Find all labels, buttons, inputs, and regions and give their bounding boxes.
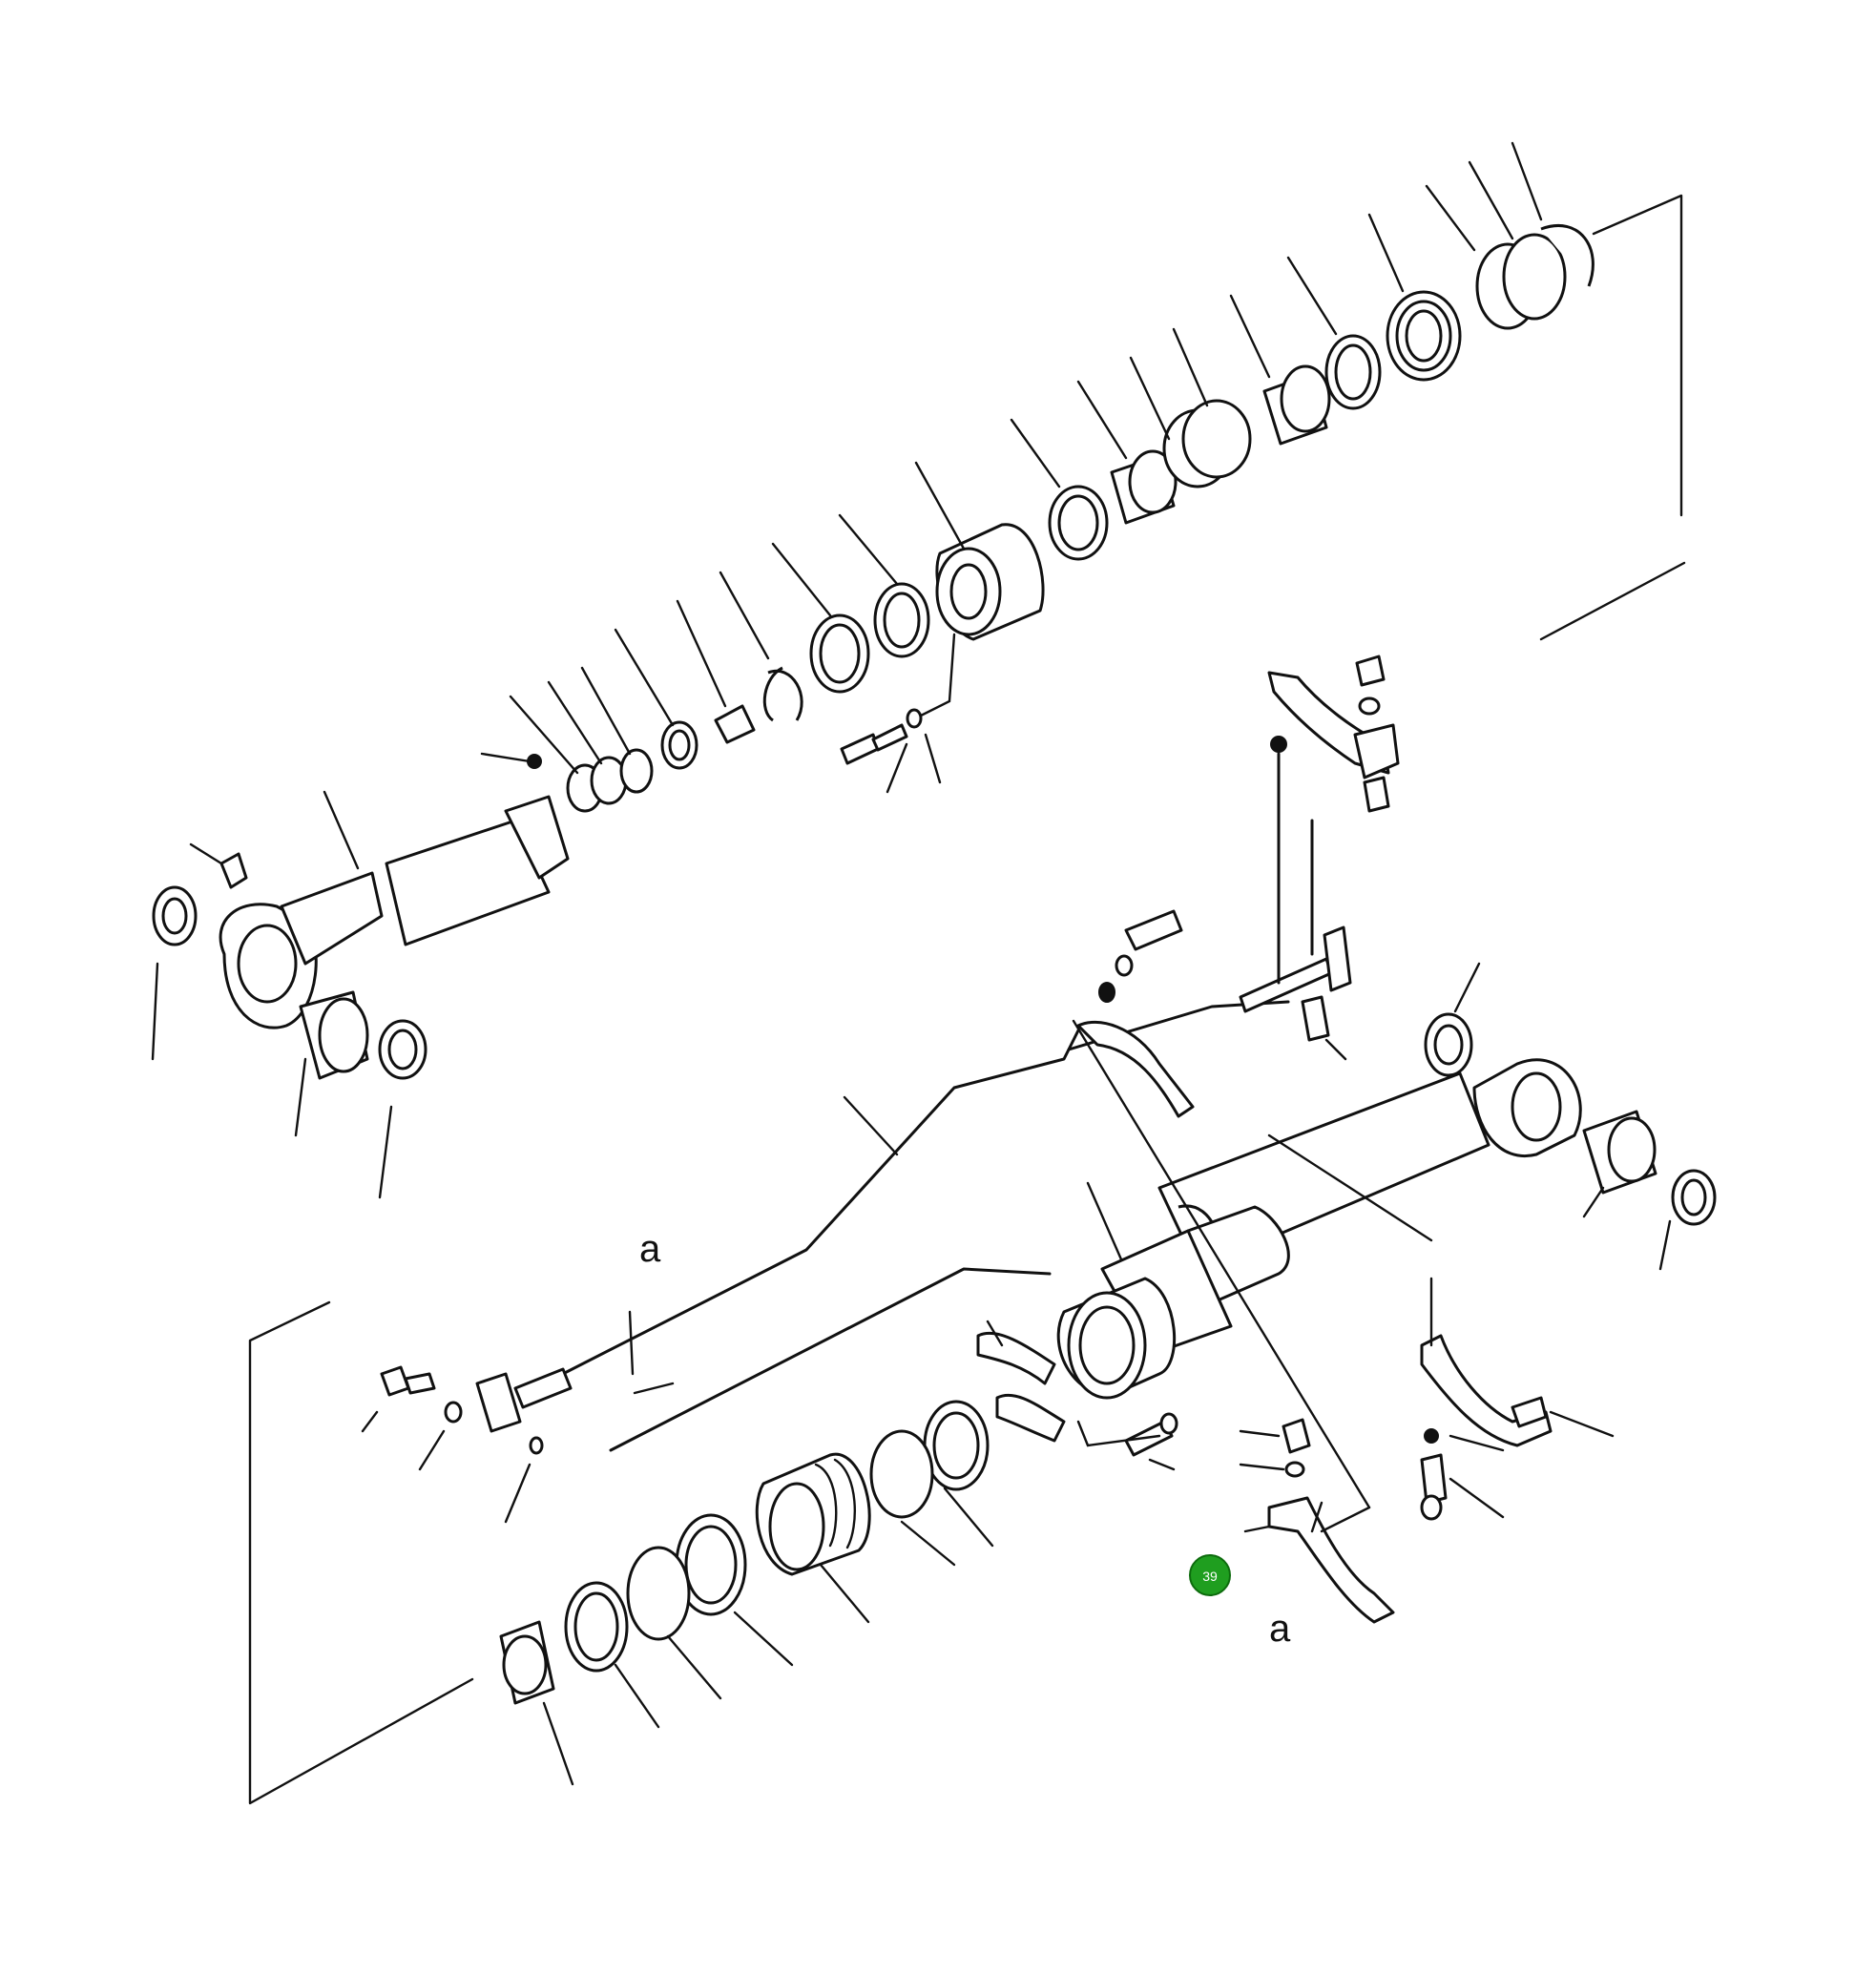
- tube-assembly: [380, 655, 1717, 1705]
- rod-thread: [504, 795, 570, 880]
- nut: [1355, 655, 1386, 687]
- rod-assembly: [152, 223, 1595, 1080]
- assembly-frame-lines: [248, 194, 1686, 1805]
- clamp-lower: [1267, 1496, 1395, 1624]
- reference-label-a-upper: a: [639, 1228, 661, 1270]
- leader-lines-lower: [361, 962, 1672, 1786]
- seal-half-b: [995, 1393, 1066, 1443]
- clamp-bolt: [1124, 909, 1183, 951]
- rod-eye-bore: [237, 924, 298, 1004]
- piston-rod-a: [280, 871, 384, 966]
- hose-fitting: [1301, 995, 1330, 1042]
- hotspot-marker[interactable]: [1189, 1554, 1231, 1596]
- snap-ring-b: [1540, 223, 1595, 287]
- reference-label-a-lower: a: [1269, 1608, 1291, 1650]
- hotspot-number[interactable]: 39: [1202, 1569, 1218, 1584]
- part-hotspot-39[interactable]: 39: [1189, 1554, 1231, 1596]
- elbow: [475, 1372, 522, 1433]
- grease-fitting: [219, 852, 248, 889]
- spacer: [714, 704, 756, 744]
- pipe-clamp-upper: [1076, 1020, 1195, 1118]
- piston-rod-b: [385, 819, 551, 946]
- nut-lower-right: [1282, 1418, 1311, 1454]
- seal-half-a: [976, 1331, 1056, 1385]
- leader-lines-upper: [151, 141, 1543, 1199]
- bolt-right: [1420, 1453, 1448, 1505]
- clamp-right: [1420, 1334, 1553, 1447]
- cylinder-tube-b: [1186, 1205, 1290, 1309]
- snap-ring: [762, 666, 803, 722]
